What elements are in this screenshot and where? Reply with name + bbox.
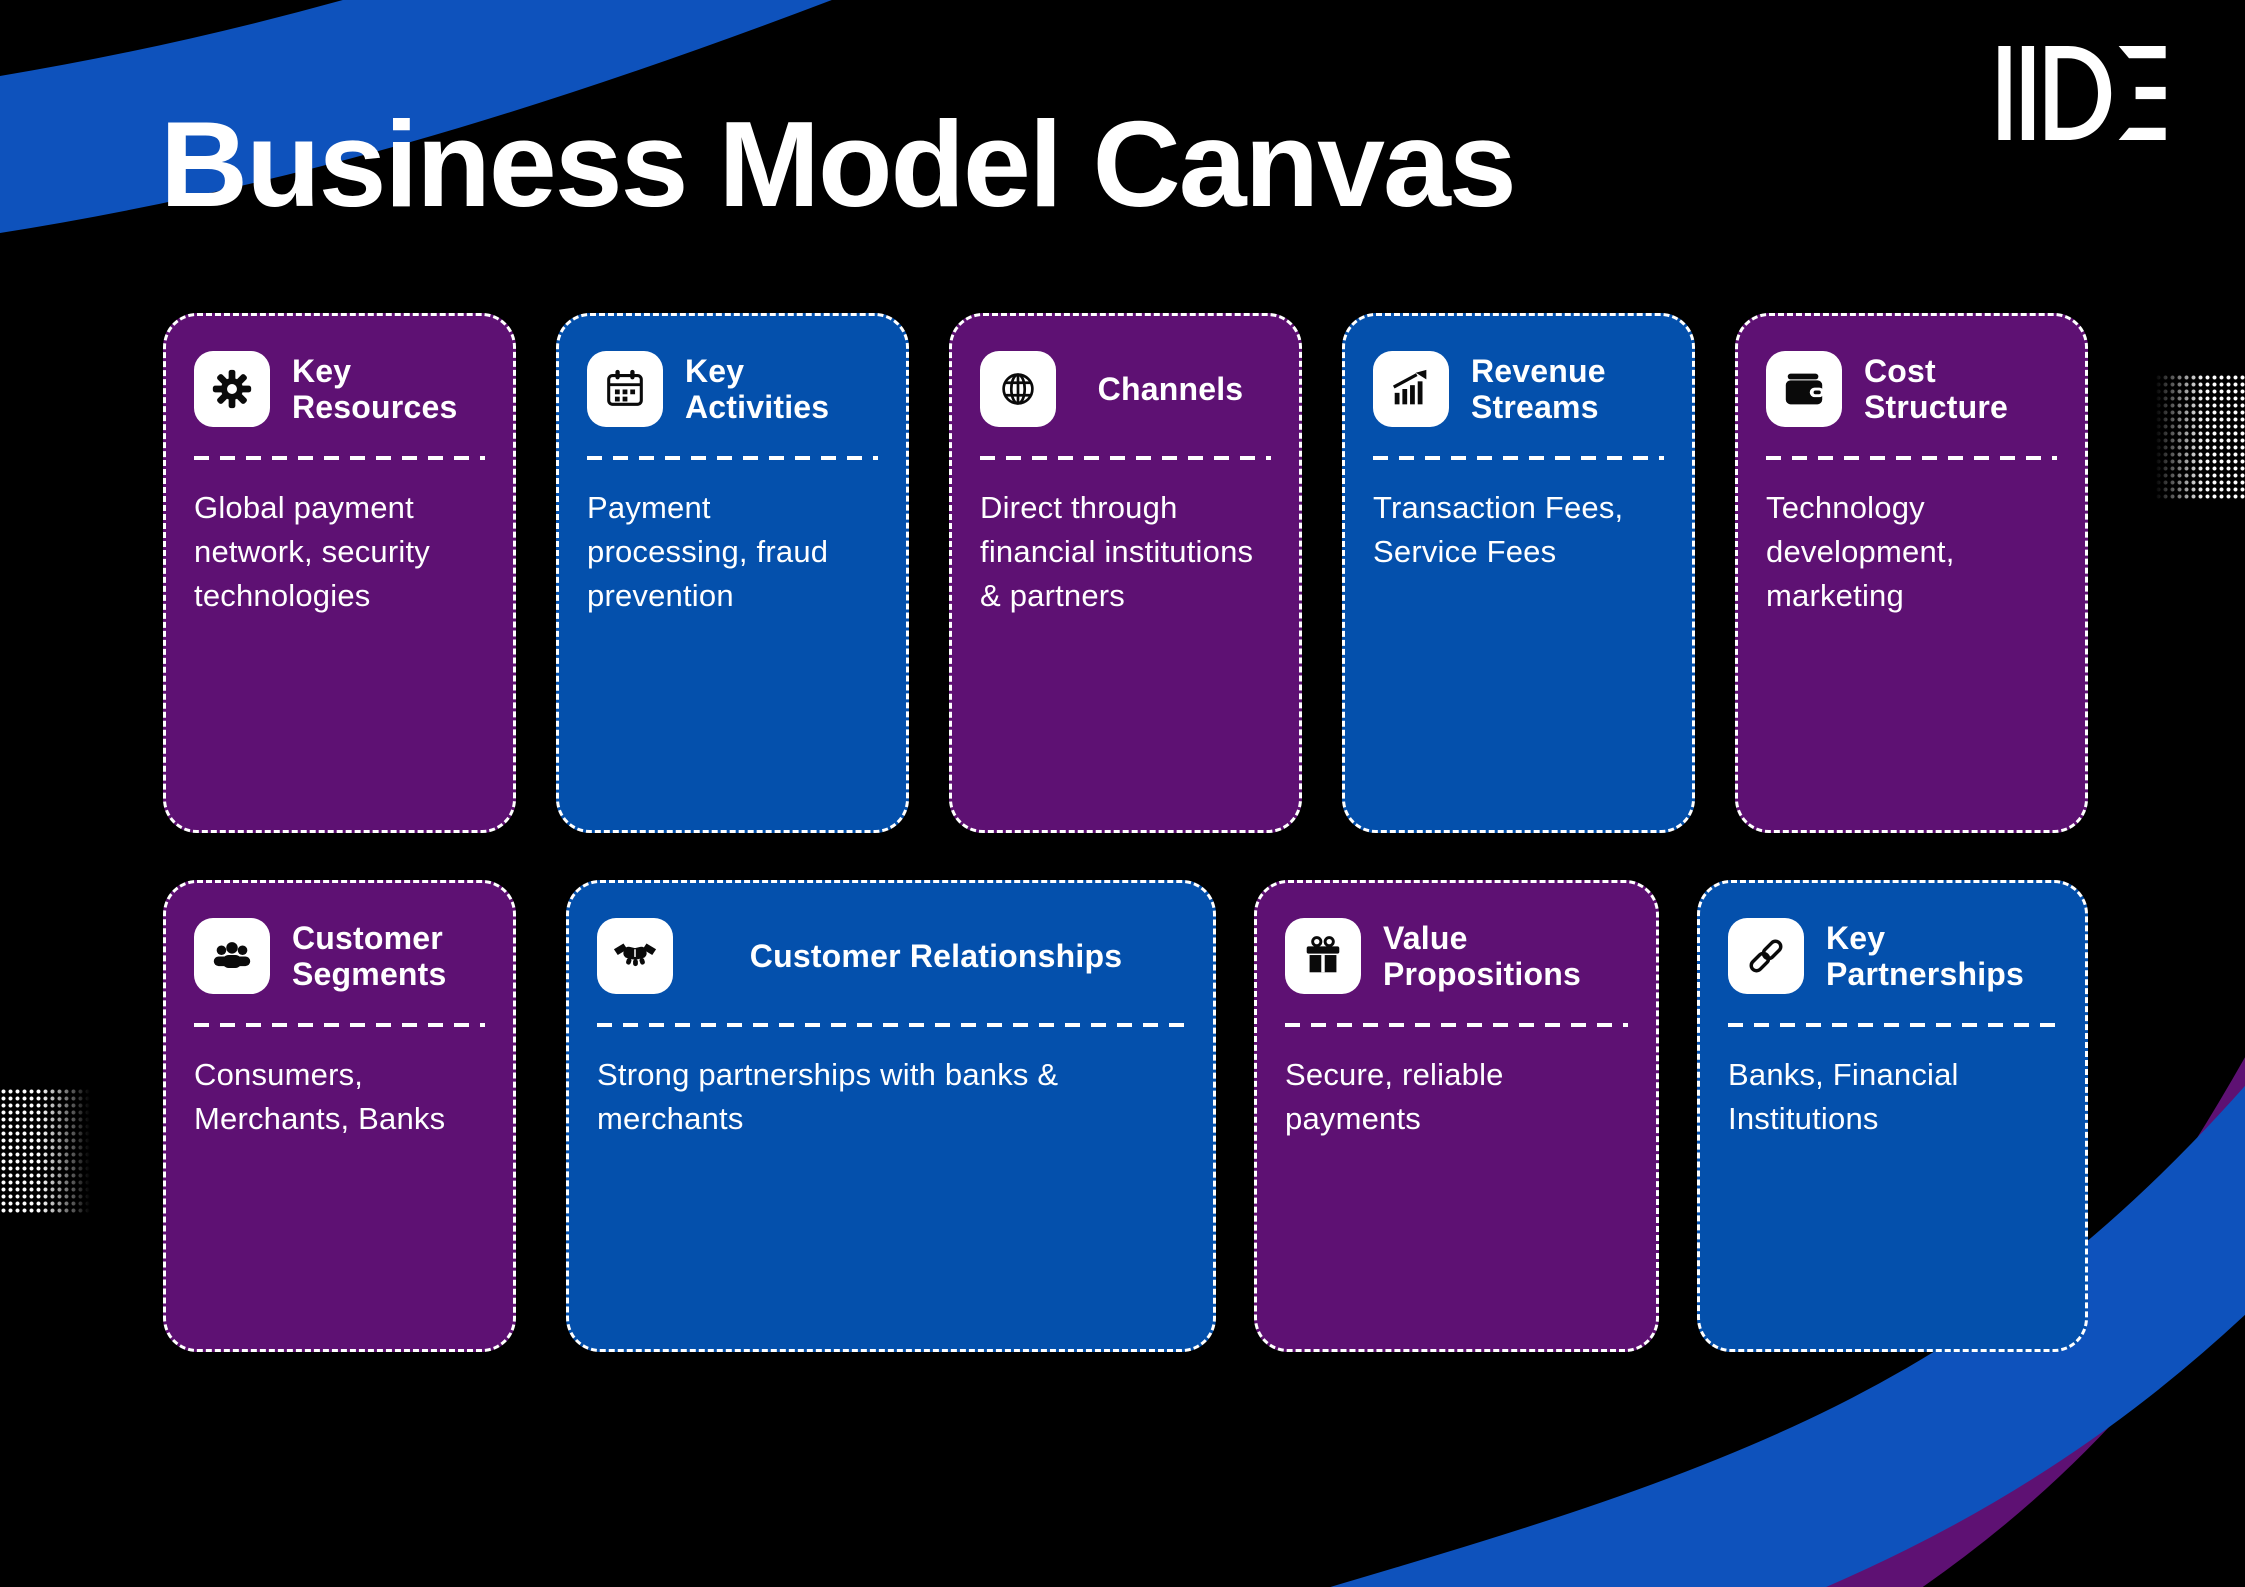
card-value-propositions: Value Propositions Secure, reliable paym… [1254, 880, 1659, 1352]
card-title-customer-segments: Customer Segments [292, 919, 447, 992]
gift-icon [1306, 936, 1340, 973]
card-title-key-resources: Key Resources [292, 352, 458, 425]
card-key-activities: Key Activities Payment processing, fraud… [556, 313, 909, 833]
card-customer-segments: Customer Segments Consumers, Merchants, … [163, 880, 516, 1352]
halftone-dots-left [0, 1088, 90, 1214]
chart-increasing-icon [1392, 369, 1427, 405]
card-icon-tile [1285, 918, 1361, 994]
card-icon-tile [1373, 351, 1449, 427]
card-header: Key Partnerships [1728, 913, 2057, 999]
calendar-icon [607, 369, 643, 406]
page-title: Business Model Canvas [160, 96, 1517, 232]
card-icon-tile [980, 351, 1056, 427]
card-header: Customer Relationships [597, 913, 1185, 999]
card-key-resources: Key Resources Global payment network, se… [163, 313, 516, 833]
dashed-separator [980, 456, 1271, 460]
card-customer-relationships: Customer Relationships Strong partnershi… [566, 880, 1216, 1352]
bottom-right-blue-swoosh [1330, 1085, 2245, 1587]
card-header: Key Activities [587, 346, 878, 432]
card-key-partnerships: Key Partnerships Banks, Financial Instit… [1697, 880, 2088, 1352]
card-title-key-partnerships: Key Partnerships [1826, 919, 2025, 992]
card-body-channels: Direct through financial institutions & … [980, 490, 1254, 614]
card-header: Channels [980, 346, 1271, 432]
card-title-value-propositions: Value Propositions [1383, 919, 1581, 992]
card-header: Revenue Streams [1373, 346, 1664, 432]
card-title-cost-structure: Cost Structure [1864, 352, 2009, 425]
card-body-key-partnerships: Banks, Financial Institutions [1728, 1057, 1959, 1137]
dashed-separator [194, 1023, 485, 1027]
card-channels: Channels Direct through financial instit… [949, 313, 1302, 833]
top-left-blue-swoosh [0, 0, 832, 233]
card-body-customer-segments: Consumers, Merchants, Banks [194, 1057, 446, 1137]
card-header: Value Propositions [1285, 913, 1628, 999]
handshake-icon [613, 943, 657, 967]
card-body-value-propositions: Secure, reliable payments [1285, 1057, 1504, 1137]
card-body-revenue-streams: Transaction Fees, Service Fees [1373, 490, 1624, 570]
card-icon-tile [1766, 351, 1842, 427]
gear-icon [212, 369, 252, 409]
wallet-icon [1785, 373, 1825, 405]
dashed-separator [1728, 1023, 2057, 1027]
dashed-separator [1766, 456, 2057, 460]
halftone-dots-right [2155, 374, 2245, 500]
card-header: Customer Segments [194, 913, 485, 999]
card-icon-tile [587, 351, 663, 427]
dashed-separator [597, 1023, 1185, 1027]
card-cost-structure: Cost Structure Technology development, m… [1735, 313, 2088, 833]
dashed-separator [1285, 1023, 1628, 1027]
card-title-customer-relationships: Customer Relationships [749, 937, 1123, 974]
card-icon-tile [597, 918, 673, 994]
link-icon [1749, 939, 1783, 973]
dashed-separator [587, 456, 878, 460]
card-header: Cost Structure [1766, 346, 2057, 432]
card-title-revenue-streams: Revenue Streams [1471, 352, 1606, 425]
card-body-key-resources: Global payment network, security technol… [194, 490, 430, 614]
card-title-channels: Channels [1097, 370, 1244, 407]
card-body-cost-structure: Technology development, marketing [1766, 490, 1955, 614]
card-icon-tile [194, 351, 270, 427]
people-group-icon [213, 942, 251, 968]
card-header: Key Resources [194, 346, 485, 432]
globe-icon [1002, 373, 1034, 405]
iide-logo [1998, 46, 2166, 140]
card-body-customer-relationships: Strong partnerships with banks & merchan… [597, 1057, 1059, 1137]
card-body-key-activities: Payment processing, fraud prevention [587, 490, 829, 614]
dashed-separator [1373, 456, 1664, 460]
card-revenue-streams: Revenue Streams Transaction Fees, Servic… [1342, 313, 1695, 833]
dashed-separator [194, 456, 485, 460]
card-icon-tile [194, 918, 270, 994]
card-icon-tile [1728, 918, 1804, 994]
card-title-key-activities: Key Activities [685, 352, 830, 425]
